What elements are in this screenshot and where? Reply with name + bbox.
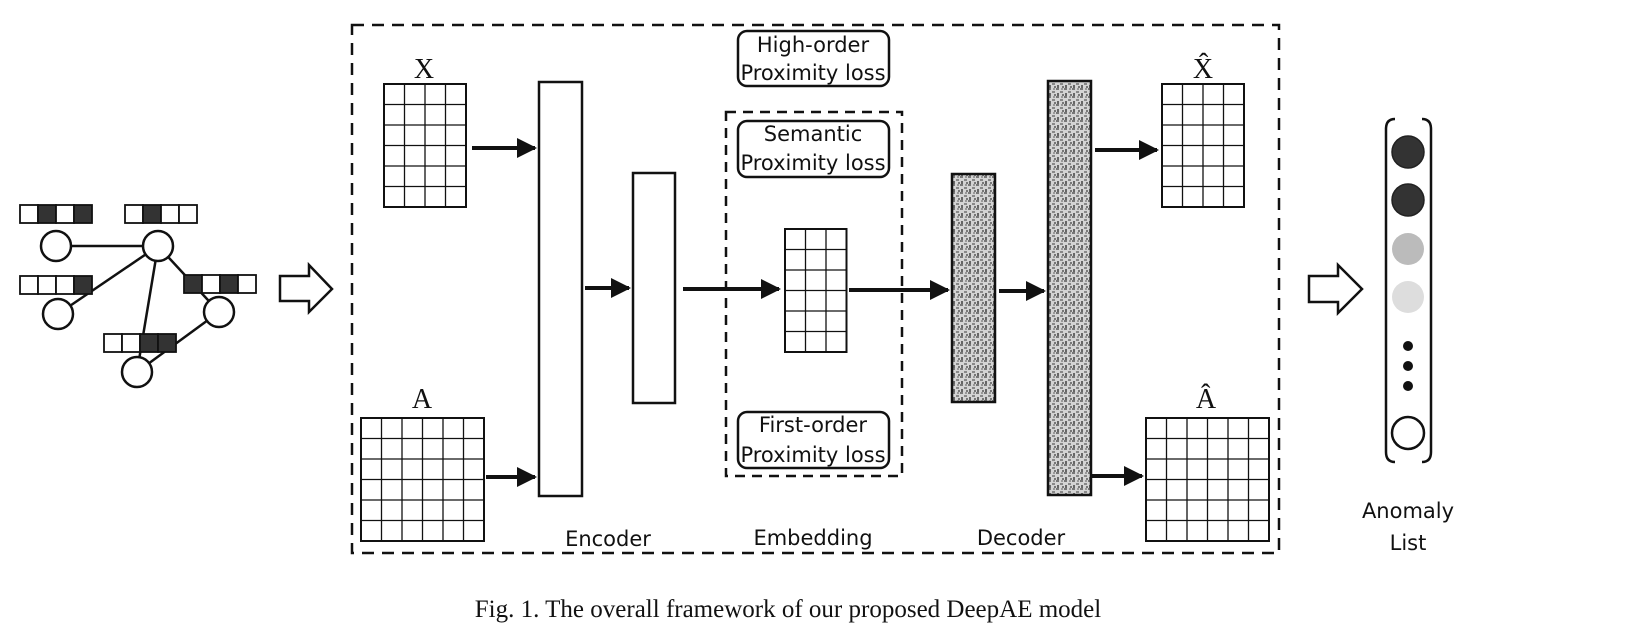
anomaly-node-dark (1391, 135, 1425, 169)
embedding-border (724, 110, 904, 478)
high-order-loss-line1: High-order (757, 33, 870, 57)
a-hat-label: Â (1196, 384, 1217, 415)
hollow-arrow-icon (1307, 261, 1364, 317)
list-bracket-left (1384, 117, 1396, 464)
attribute-cell (219, 274, 239, 294)
x-hat-matrix (1161, 83, 1245, 208)
hollow-arrow-icon (278, 261, 334, 316)
attribute-cell (37, 275, 57, 295)
a-label: A (412, 384, 433, 415)
attribute-cell (183, 274, 203, 294)
anomaly-list (1384, 117, 1433, 464)
attribute-cell (19, 275, 39, 295)
x-matrix (383, 83, 467, 208)
semantic-proximity-loss-box: Semantic Proximity loss (736, 119, 891, 179)
anomaly-node-empty (1390, 415, 1426, 451)
ellipsis-dot (1403, 381, 1413, 391)
decoder-layer-2 (1046, 79, 1093, 497)
attribute-cell (178, 204, 198, 224)
first-order-proximity-loss-box: First-order Proximity loss (736, 410, 891, 470)
graph-edge (135, 245, 160, 373)
attribute-cell (73, 275, 93, 295)
graph-nodes (39, 229, 236, 389)
graph-node (39, 229, 73, 263)
graph-node (141, 229, 175, 263)
embedding-matrix (784, 228, 848, 353)
graph-node (120, 355, 154, 389)
embedding-label: Embedding (753, 526, 872, 550)
attribute-cell (124, 204, 144, 224)
ellipsis-dot (1403, 361, 1413, 371)
attribute-cell (157, 333, 177, 353)
attribute-cell (201, 274, 221, 294)
high-order-proximity-loss-box: High-order Proximity loss (736, 29, 891, 88)
first-order-loss-line1: First-order (759, 413, 868, 437)
graph-edge (136, 310, 220, 374)
attribute-cell (19, 204, 39, 224)
attribute-cell (55, 275, 75, 295)
attribute-cell (55, 204, 75, 224)
flow-arrows (472, 138, 1159, 487)
anomaly-node-light (1392, 281, 1424, 313)
attribute-cell (139, 333, 159, 353)
x-hat-label: X̂ (1193, 54, 1213, 85)
attribute-cell (37, 204, 57, 224)
anomaly-node-mid (1392, 233, 1424, 265)
semantic-loss-line1: Semantic (764, 122, 863, 146)
graph-node (41, 297, 75, 331)
graph-node (202, 295, 236, 329)
attribute-cell (121, 333, 141, 353)
attribute-cell (142, 204, 162, 224)
anomaly-list-label-line1: Anomaly (1362, 499, 1454, 523)
list-bracket-right (1421, 117, 1433, 464)
a-hat-matrix (1145, 417, 1270, 542)
encoder-label: Encoder (565, 527, 651, 551)
input-graph (56, 244, 220, 374)
framework-border (350, 23, 1281, 555)
ellipsis-dot (1403, 341, 1413, 351)
attribute-cell (73, 204, 93, 224)
anomaly-list-label-line2: List (1390, 531, 1427, 555)
node-attribute-vectors (19, 204, 257, 353)
graph-edge (57, 244, 159, 316)
high-order-loss-line2: Proximity loss (740, 61, 885, 85)
a-matrix (360, 417, 485, 542)
decoder-layer-1 (950, 172, 997, 404)
first-order-loss-line2: Proximity loss (740, 443, 885, 467)
semantic-loss-line2: Proximity loss (740, 151, 885, 175)
anomaly-node-dark (1391, 183, 1425, 217)
decoder-label: Decoder (977, 526, 1066, 550)
attribute-cell (237, 274, 257, 294)
x-label: X (414, 54, 434, 85)
attribute-cell (103, 333, 123, 353)
encoder-layer-1 (537, 80, 584, 498)
figure-caption: Fig. 1. The overall framework of our pro… (475, 596, 1102, 623)
encoder-layer-2 (631, 171, 677, 405)
attribute-cell (160, 204, 180, 224)
